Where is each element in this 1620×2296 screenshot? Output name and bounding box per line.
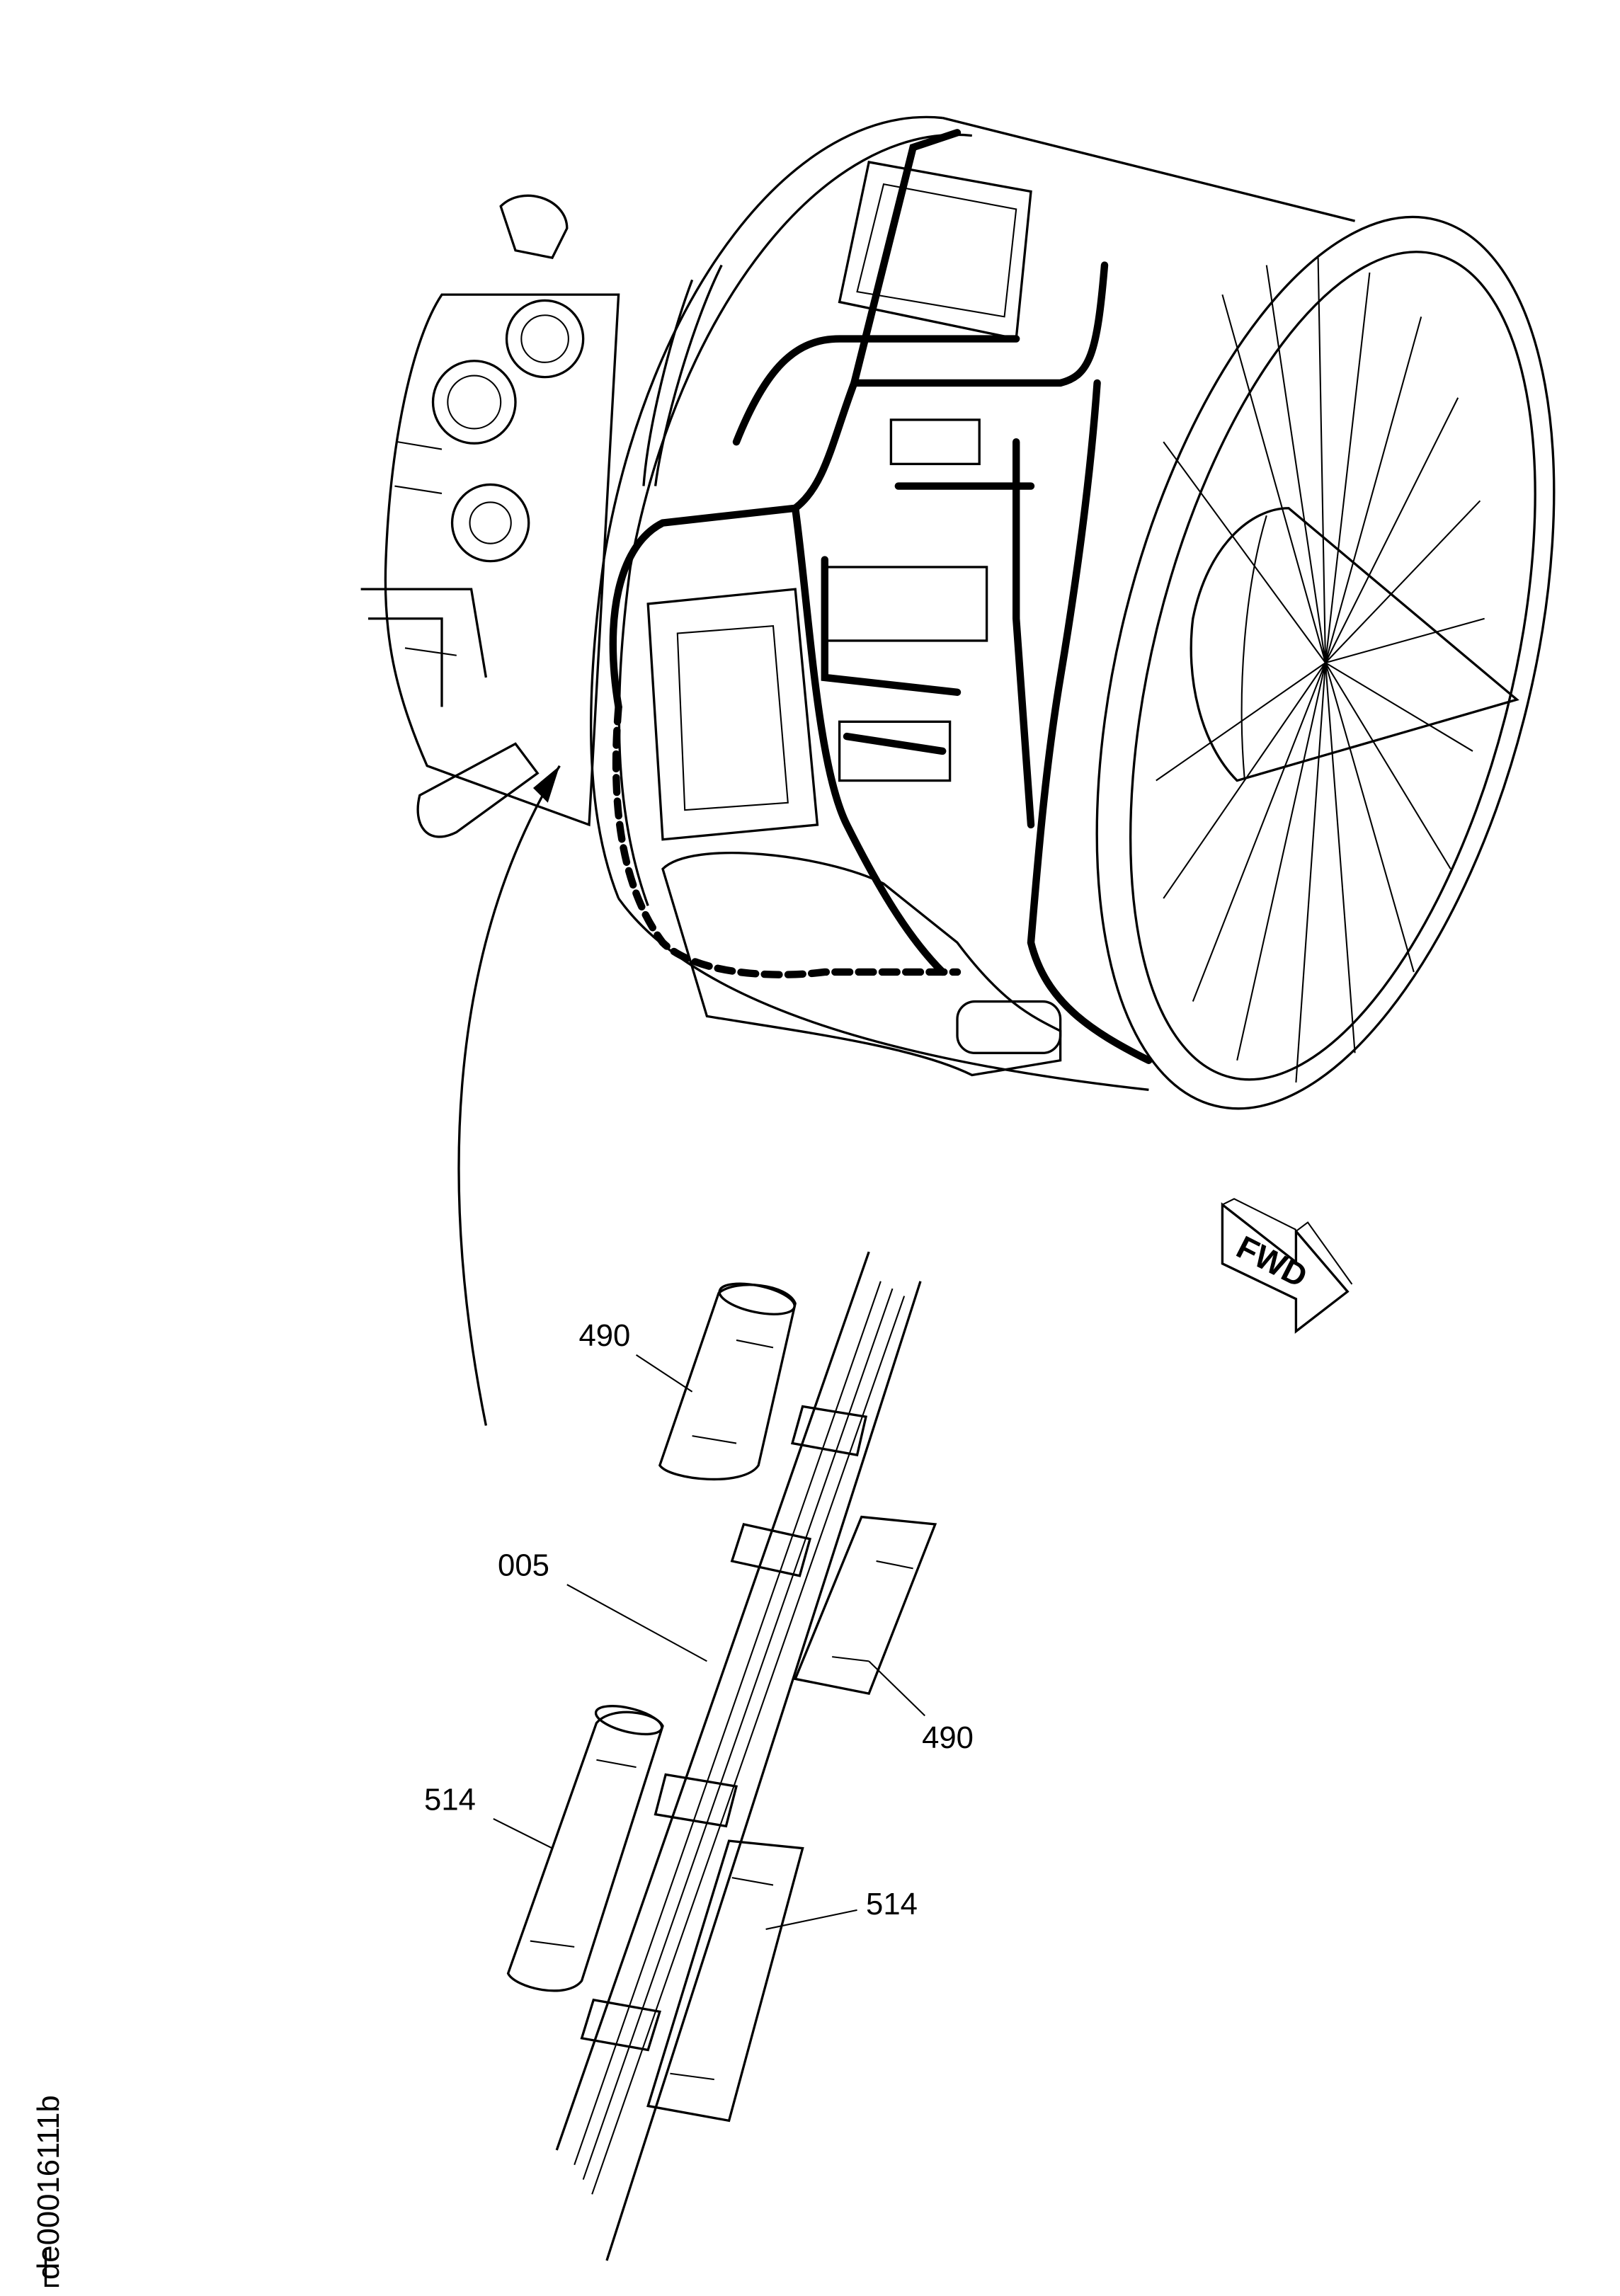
fan-blades xyxy=(1156,258,1485,1083)
drawing-id-block: de00016111b xyxy=(31,2095,66,2287)
engine-components xyxy=(646,161,1062,1077)
wiring-harness xyxy=(609,129,1153,1064)
drawing-id: de00016111b xyxy=(31,2095,66,2280)
callout-leaders xyxy=(493,1354,925,1930)
sleeve-514-right xyxy=(646,1839,804,2123)
engine-core-rear xyxy=(360,194,620,838)
callout-005: 005 xyxy=(498,1548,549,1583)
forward-direction-arrow: FWD xyxy=(1221,1198,1353,1334)
spinner-cone xyxy=(1190,507,1519,782)
engine-illustration xyxy=(360,115,1556,1110)
detail-leader-arrow xyxy=(457,765,561,1426)
sleeve-514-left xyxy=(506,1705,664,1992)
sleeve-490-lower xyxy=(793,1515,937,1696)
callout-514-left: 514 xyxy=(424,1782,476,1817)
callout-490-lower: 490 xyxy=(922,1720,974,1755)
gearbox xyxy=(661,852,1062,1077)
fwd-label: FWD xyxy=(1231,1229,1313,1295)
ecu-box xyxy=(838,161,1032,341)
connector-bracket xyxy=(823,566,988,642)
fan-case xyxy=(589,115,1356,1091)
callout-514-right: 514 xyxy=(866,1887,918,1921)
harness-bundle-005 xyxy=(555,1251,922,2261)
fan-inlet xyxy=(1095,215,1556,1110)
callout-490-upper: 490 xyxy=(578,1318,630,1353)
sleeve-490-upper xyxy=(658,1282,797,1481)
control-unit xyxy=(646,588,819,841)
